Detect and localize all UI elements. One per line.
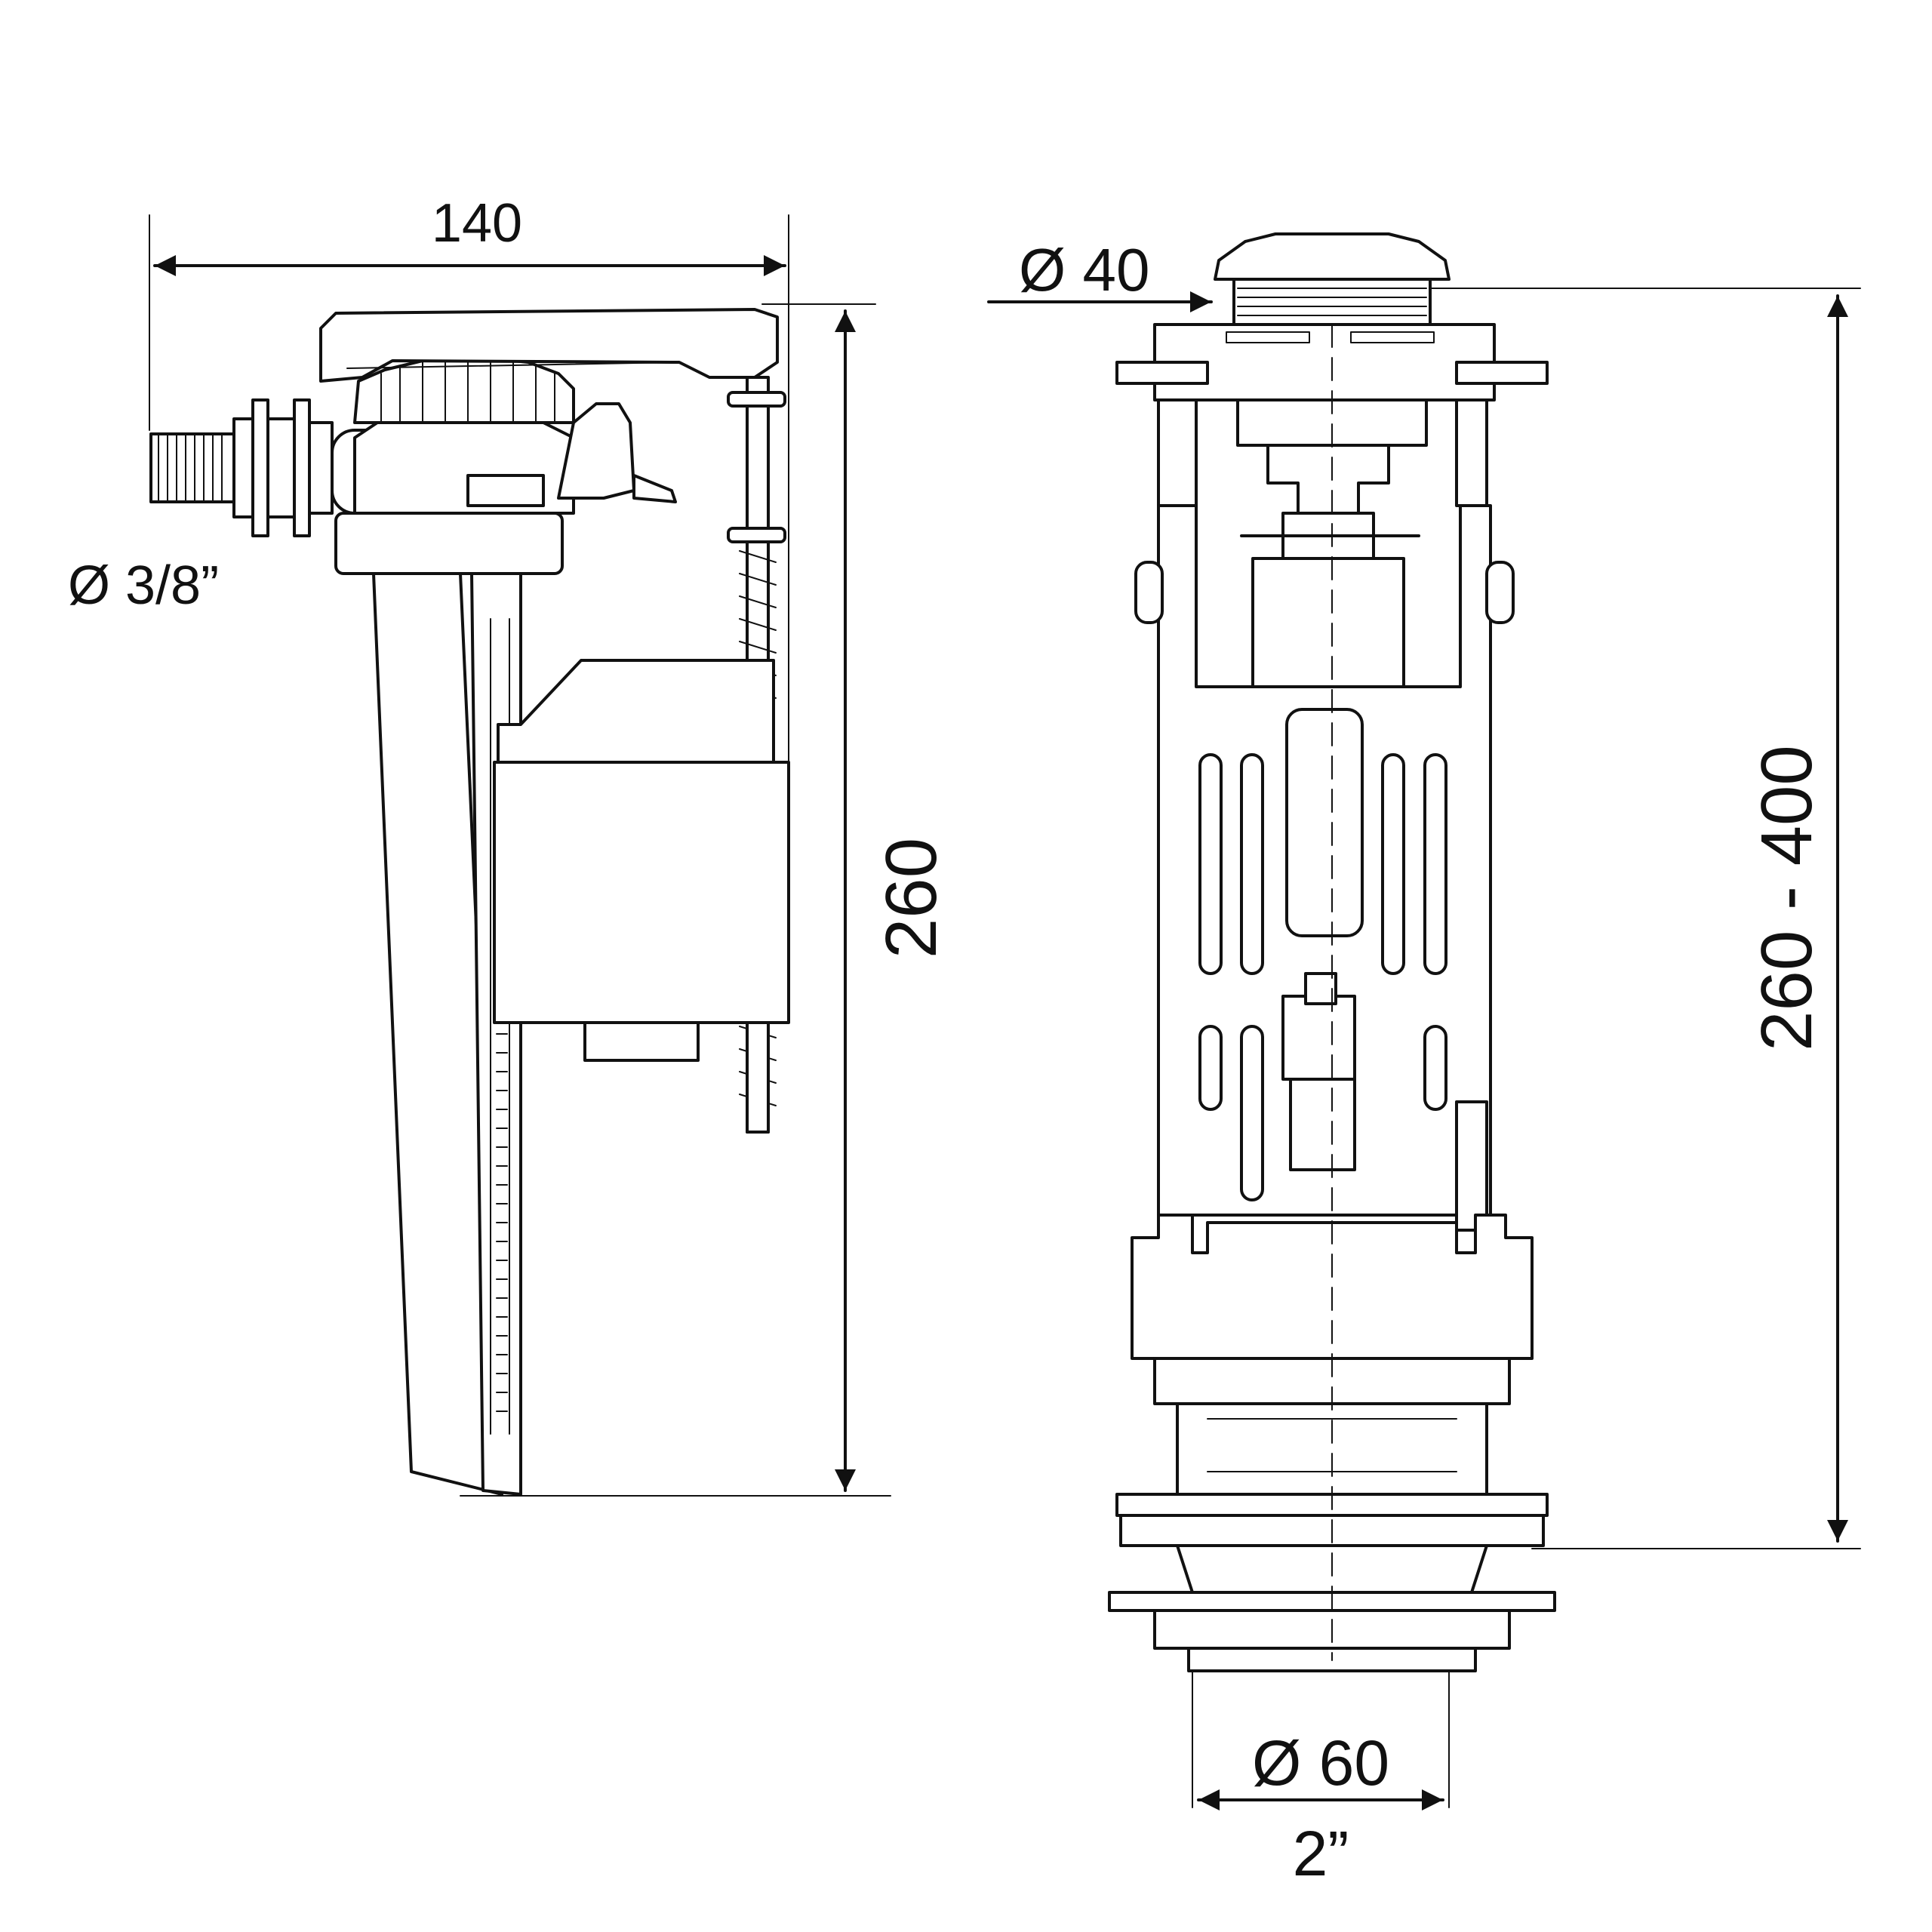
- outlet-thread-label: 2”: [1293, 1818, 1349, 1889]
- riser-tube: [372, 572, 522, 1496]
- base-flange: [1108, 1493, 1556, 1672]
- dimension-button-diameter: Ø 40: [987, 236, 1213, 312]
- dimension-outlet-diameter: Ø 60 2”: [1192, 1670, 1450, 1889]
- top-frame: [1115, 323, 1549, 447]
- button-diameter-label: Ø 40: [1019, 236, 1149, 303]
- dimension-width-140: 140: [149, 193, 789, 431]
- height-range-label: 260 - 400: [1746, 745, 1827, 1051]
- float-mechanism: [1281, 972, 1488, 1232]
- inlet-thread: [149, 398, 334, 537]
- valve-head: [319, 308, 779, 575]
- push-button: [1214, 232, 1451, 326]
- dimension-label-140: 140: [432, 193, 522, 254]
- dimension-label-260: 260: [871, 838, 952, 958]
- inlet-diameter-label: Ø 3/8”: [68, 555, 219, 616]
- dimension-height-range: 260 - 400: [1418, 288, 1861, 1549]
- outlet-diameter-label: Ø 60: [1252, 1727, 1389, 1798]
- fill-valve-drawing: 140 260 Ø 3/8”: [68, 193, 952, 1497]
- flush-valve-drawing: Ø 40 260 - 400: [987, 232, 1861, 1889]
- cage-slots: [1198, 708, 1447, 1201]
- float-block: [493, 659, 790, 1134]
- dimension-height-260: 260: [460, 303, 952, 1497]
